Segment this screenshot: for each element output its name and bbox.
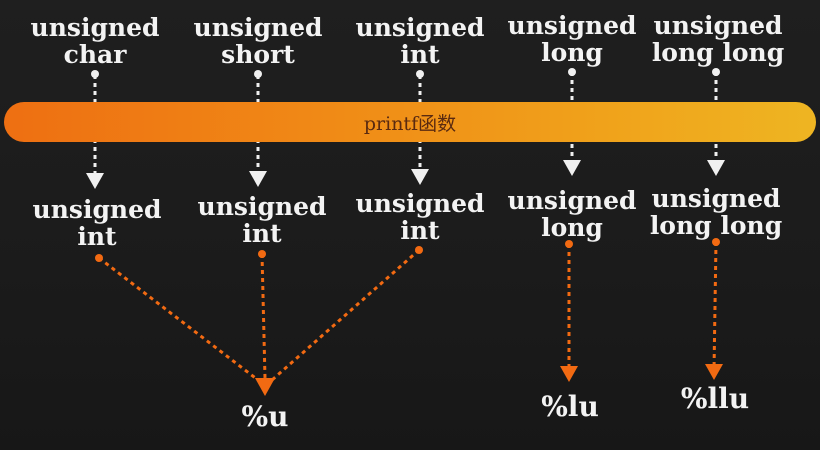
printf-band-title: printf函数 [363,112,457,135]
white-arrowhead-5 [707,160,725,176]
orange-dot-1 [95,254,103,262]
printf-band: printf函数 [4,102,816,142]
white-dot-5 [712,68,720,76]
mid-label-2-line1: unsigned [197,192,327,221]
white-dot-1 [91,70,99,78]
orange-connector-2 [260,253,267,379]
orange-arrowhead-3 [705,364,723,380]
mid-label-3-line2: int [400,216,440,245]
mid-label-1-line2: int [77,222,117,251]
specifier-llu: %llu [680,382,750,415]
orange-arrowhead-2 [560,366,578,382]
top-label-unsigned-int: unsigned int [356,14,485,68]
top-label-1-line1: unsigned [30,13,160,42]
top-label-3-line2: int [400,40,440,69]
top-label-unsigned-char: unsigned char [31,14,160,68]
white-arrowhead-2 [249,171,267,187]
top-label-2-line1: unsigned [193,13,323,42]
mid-label-4-line1: unsigned [507,186,637,215]
top-label-4-line1: unsigned [507,11,637,40]
mid-label-unsigned-long: unsigned long [508,187,637,241]
white-dot-4 [568,68,576,76]
top-label-unsigned-long: unsigned long [508,12,637,66]
specifier-u: %u [241,400,289,433]
orange-arrowhead-1 [255,378,275,396]
top-label-4-line2: long [541,38,603,67]
orange-dot-5 [712,238,720,246]
orange-connector-1 [98,256,259,382]
mid-label-unsigned-int-2: unsigned int [198,193,327,247]
white-arrowhead-1 [86,173,104,189]
mid-label-unsigned-long-long: unsigned long long [650,185,782,239]
orange-connector-3 [271,248,420,382]
orange-dot-2 [258,250,266,258]
top-label-3-line1: unsigned [355,13,485,42]
mid-label-unsigned-int-1: unsigned int [33,196,162,250]
mid-label-5-line1: unsigned [651,184,781,213]
white-arrowhead-3 [411,169,429,185]
top-label-2-line2: short [221,40,295,69]
white-dot-2 [254,70,262,78]
specifier-lu: %lu [541,390,599,423]
mid-label-unsigned-int-3: unsigned int [356,190,485,244]
top-label-unsigned-long-long: unsigned long long [652,12,784,66]
mid-label-1-line1: unsigned [32,195,162,224]
top-label-5-line2: long long [651,38,785,67]
mid-label-5-line2: long long [649,211,783,240]
top-label-unsigned-short: unsigned short [194,14,323,68]
orange-connector-5 [712,241,718,371]
orange-dot-4 [565,240,573,248]
top-label-5-line1: unsigned [653,11,783,40]
mid-label-4-line2: long [541,213,603,242]
white-dot-3 [416,70,424,78]
white-arrowhead-4 [563,160,581,176]
orange-dot-3 [415,246,423,254]
mid-label-2-line2: int [242,219,282,248]
mid-label-3-line1: unsigned [355,189,485,218]
top-label-1-line2: char [63,40,127,69]
